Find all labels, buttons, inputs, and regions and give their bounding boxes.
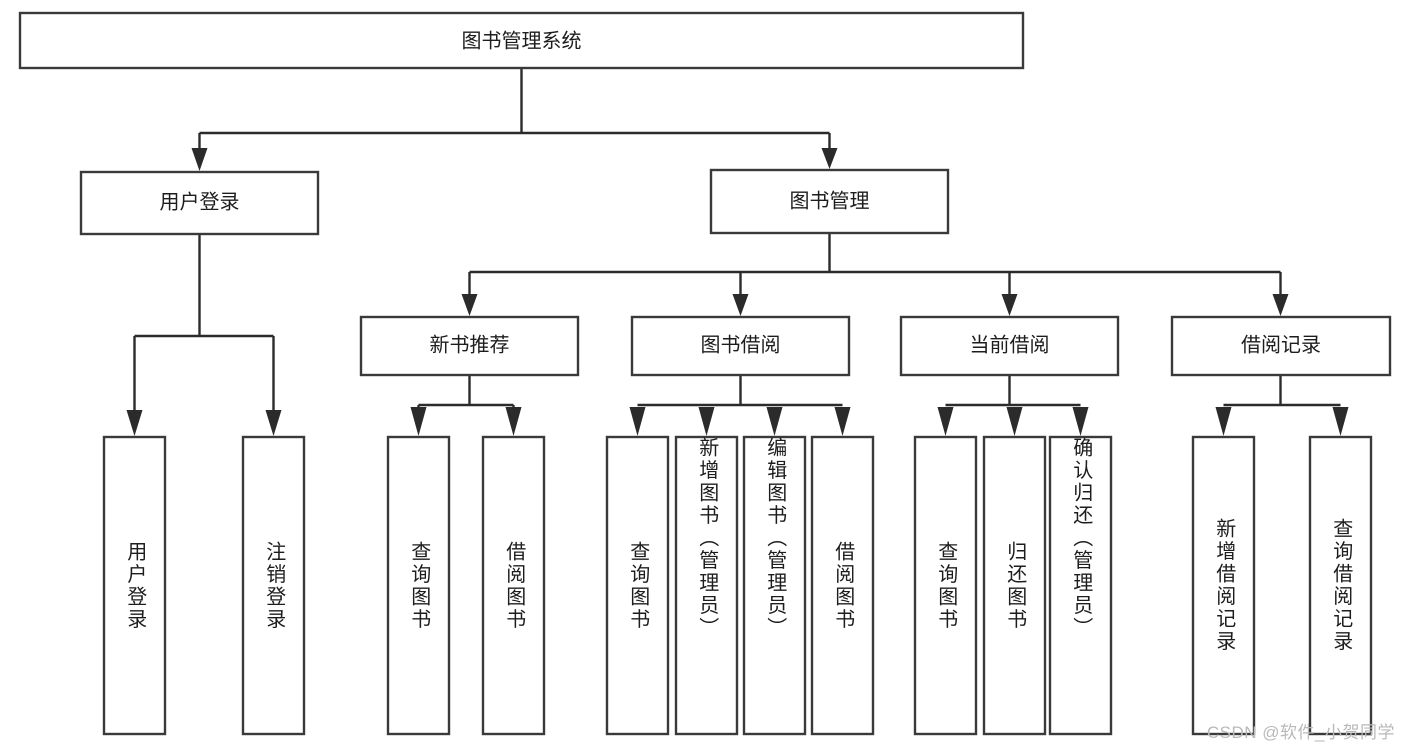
csdn-watermark: CSDN @软件_小贺同学 [1206,723,1395,742]
node-root-system-label: 图书管理系统 [462,29,582,52]
node-root-system-box[interactable] [18,11,1025,70]
node-record-add-box[interactable] [1191,435,1256,736]
node-recommend-query-book-box[interactable] [386,435,451,736]
arrow-head-record-query [1332,407,1349,436]
arrow-head-borrow-add-book [698,407,715,436]
node-book-borrow[interactable]: 图书借阅 [630,315,851,377]
arrow-head-borrow-record [1272,294,1289,316]
node-borrow-query-book-box[interactable] [605,435,670,736]
node-borrow-edit-book-box[interactable] [742,435,807,736]
node-recommend-borrow-book-box[interactable] [481,435,546,736]
node-new-book-recommend-box[interactable] [359,315,580,377]
arrow-head-book-management [821,148,838,169]
arrow-head-book-borrow [732,294,749,316]
arrow-head-current-confirm-return [1072,407,1089,436]
node-layer: 图书管理系统 用户登录 图书管理 新书推荐 图书借阅 [18,11,1392,736]
arrow-head-borrow-borrow-book [834,407,851,436]
node-new-book-recommend-label: 新书推荐 [430,333,510,356]
arrow-head-user-login-login [126,410,143,436]
node-borrow-add-book-box[interactable] [674,435,739,736]
node-current-borrow-box[interactable] [899,315,1120,377]
node-borrow-record-label: 借阅记录 [1241,333,1321,356]
node-record-query-box[interactable] [1308,435,1373,736]
node-user-login-box[interactable] [79,170,320,236]
node-book-management-label: 图书管理 [790,189,870,212]
node-book-management[interactable]: 图书管理 [709,168,950,235]
node-root-system[interactable]: 图书管理系统 [18,11,1025,70]
node-user-login-label: 用户登录 [160,190,240,213]
arrow-head-borrow-edit-book [766,407,783,436]
node-current-return-book-box[interactable] [982,435,1047,736]
arrow-head-user-login [191,148,208,171]
node-borrow-borrow-book-box[interactable] [810,435,875,736]
node-new-book-recommend[interactable]: 新书推荐 [359,315,580,377]
node-borrow-record-box[interactable] [1170,315,1392,377]
node-current-query-book-box[interactable] [913,435,978,736]
arrow-head-new-book-recommend [461,294,478,316]
arrow-head-user-login-logout [265,410,282,436]
node-user-login-login-box[interactable] [102,435,167,736]
arrow-head-record-add [1215,407,1232,436]
node-borrow-record[interactable]: 借阅记录 [1170,315,1392,377]
node-user-login-logout-box[interactable] [241,435,306,736]
node-book-borrow-label: 图书借阅 [701,333,781,356]
node-book-borrow-box[interactable] [630,315,851,377]
arrow-head-borrow-query-book [629,407,646,436]
arrow-head-current-return-book [1006,407,1023,436]
connector-layer [126,68,1349,436]
arrow-head-recommend-query-book [410,407,427,436]
node-current-confirm-return-box[interactable] [1048,435,1113,736]
node-user-login[interactable]: 用户登录 [79,170,320,236]
arrow-head-recommend-borrow-book [505,407,522,436]
arrow-head-current-query-book [937,407,954,436]
arrow-head-current-borrow [1001,294,1018,316]
node-current-borrow-label: 当前借阅 [970,333,1050,356]
node-book-management-box[interactable] [709,168,950,235]
node-current-borrow[interactable]: 当前借阅 [899,315,1120,377]
